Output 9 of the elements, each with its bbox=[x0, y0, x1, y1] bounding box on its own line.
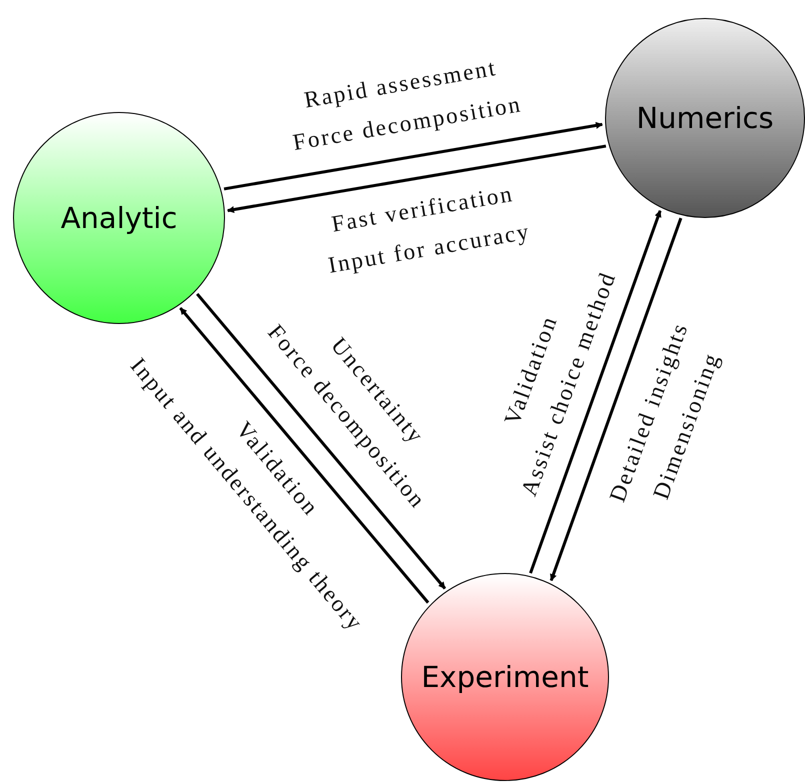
arrow bbox=[196, 292, 446, 590]
arrow bbox=[179, 307, 430, 604]
arrow bbox=[224, 122, 603, 190]
arrow bbox=[227, 144, 606, 213]
node-label: Analytic bbox=[60, 201, 178, 235]
node-label: Numerics bbox=[636, 101, 774, 135]
arrow bbox=[529, 210, 662, 574]
arrow bbox=[550, 218, 682, 582]
node-label: Experiment bbox=[421, 660, 589, 694]
